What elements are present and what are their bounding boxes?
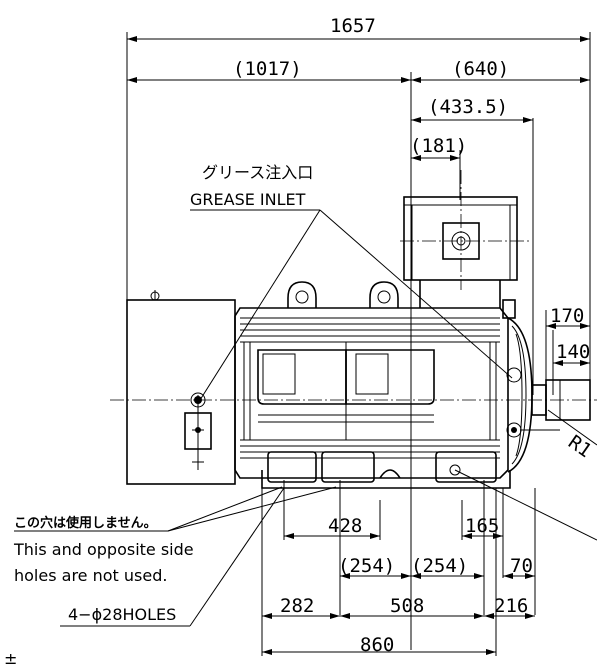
dim-half-base-right: (254) bbox=[411, 555, 468, 577]
holes-note: この穴は使用しません。 This and opposite side holes… bbox=[13, 486, 337, 585]
mounting-holes-note: 4−ϕ28HOLES bbox=[60, 487, 285, 627]
dim-total-base: 860 bbox=[360, 634, 394, 656]
holes-note-en-2: holes are not used. bbox=[14, 566, 167, 585]
dim-right-section: (640) bbox=[452, 58, 509, 80]
terminal-box bbox=[400, 170, 530, 308]
corner-mark: ± bbox=[4, 649, 17, 666]
holes-note-jp: この穴は使用しません。 bbox=[14, 515, 157, 531]
dim-end-left: 282 bbox=[280, 595, 314, 617]
top-dimensions bbox=[126, 32, 591, 650]
dim-overall-length: 1657 bbox=[330, 15, 376, 37]
dim-shaft-length: 170 bbox=[550, 305, 584, 327]
grease-inlet-en: GREASE INLET bbox=[190, 190, 306, 209]
mounting-holes-label: 4−ϕ28HOLES bbox=[68, 605, 176, 624]
dim-foot-offset: 165 bbox=[465, 515, 499, 537]
dim-shaft-key-length: 140 bbox=[556, 341, 590, 363]
bottom-dimension-labels: 428 165 (254) (254) 70 282 508 216 860 bbox=[280, 515, 533, 656]
dim-left-section: (1017) bbox=[233, 58, 302, 80]
dim-terminal-box-center: (181) bbox=[410, 135, 467, 157]
dim-end-right: 216 bbox=[494, 595, 528, 617]
dim-foot-width: 70 bbox=[510, 555, 533, 577]
lifting-eyes bbox=[287, 281, 399, 308]
dim-radius: R1 bbox=[564, 431, 595, 462]
top-dimension-labels: 1657 (1017) (640) (433.5) (181) 170 140 bbox=[233, 15, 590, 363]
base-feet bbox=[261, 451, 597, 656]
grease-inlet-label: グリース注入口 GREASE INLET bbox=[190, 163, 513, 401]
dim-terminal-box-offset: (433.5) bbox=[428, 96, 508, 118]
dim-foot-spacing: 428 bbox=[328, 515, 362, 537]
holes-note-en-1: This and opposite side bbox=[13, 540, 194, 559]
grease-inlet-jp: グリース注入口 bbox=[202, 163, 313, 182]
shaft: R1 bbox=[110, 379, 597, 462]
bottom-dimensions bbox=[262, 533, 535, 655]
dim-half-base-left: (254) bbox=[338, 555, 395, 577]
dim-base-length: 508 bbox=[390, 595, 424, 617]
left-cover-box bbox=[126, 290, 236, 485]
